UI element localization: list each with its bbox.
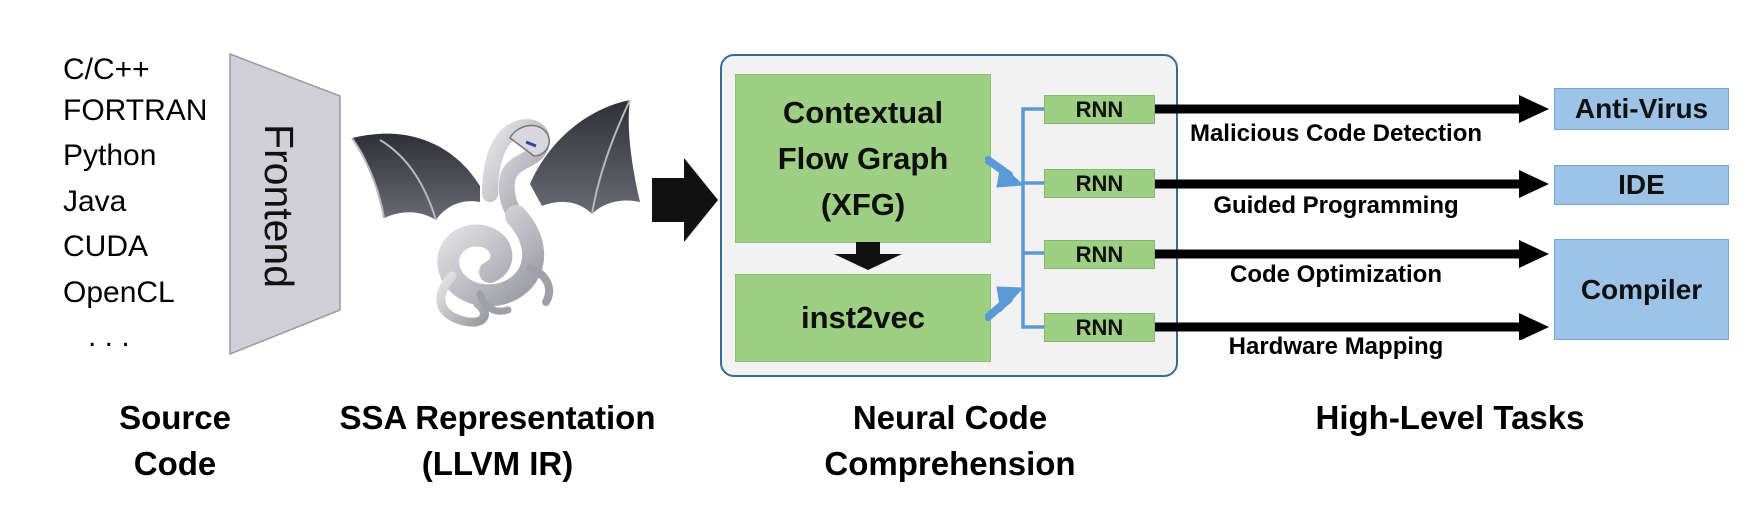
task-compiler: Compiler bbox=[1554, 239, 1729, 340]
caption-source-code: Source Code bbox=[119, 399, 231, 482]
caption-high-level-tasks: High-Level Tasks bbox=[1315, 399, 1585, 436]
dragon-logo bbox=[351, 99, 640, 327]
edge-label-hardware: Hardware Mapping bbox=[1228, 333, 1444, 360]
rnn-box-2: RNN bbox=[1044, 169, 1155, 198]
lang-cuda: CUDA bbox=[63, 230, 149, 263]
lang-opencl: OpenCL bbox=[63, 276, 175, 309]
pipeline-arrow bbox=[652, 158, 718, 242]
rnn-connector bbox=[985, 107, 1044, 329]
rnn-box-4: RNN bbox=[1044, 313, 1155, 342]
caption-neural: Neural Code Comprehension bbox=[824, 399, 1076, 482]
lang-python: Python bbox=[63, 139, 157, 172]
caption-ssa: SSA Representation (LLVM IR) bbox=[339, 399, 656, 482]
inst2vec-box: inst2vec bbox=[735, 274, 991, 362]
lang-fortran: FORTRAN bbox=[63, 94, 208, 127]
frontend-label: Frontend bbox=[256, 123, 302, 289]
task-anti-virus: Anti-Virus bbox=[1554, 88, 1729, 130]
edge-label-optimization: Code Optimization bbox=[1230, 261, 1442, 288]
edge-label-guided: Guided Programming bbox=[1213, 192, 1459, 219]
lang-c-cpp: C/C++ bbox=[63, 53, 150, 86]
lang-java: Java bbox=[63, 185, 127, 218]
xfg-label: Contextual Flow Graph (XFG) bbox=[777, 94, 949, 222]
xfg-to-inst2vec-arrow bbox=[834, 242, 902, 270]
frontend-trapezoid bbox=[229, 52, 341, 356]
lang-ellipsis: . . . bbox=[88, 320, 130, 353]
task-arrows bbox=[1155, 95, 1549, 340]
xfg-box: Contextual Flow Graph (XFG) bbox=[735, 74, 991, 243]
rnn-box-1: RNN bbox=[1044, 95, 1155, 124]
rnn-box-3: RNN bbox=[1044, 240, 1155, 269]
task-ide: IDE bbox=[1554, 165, 1729, 205]
inst2vec-label: inst2vec bbox=[800, 300, 926, 335]
edge-label-malicious: Malicious Code Detection bbox=[1189, 120, 1483, 147]
